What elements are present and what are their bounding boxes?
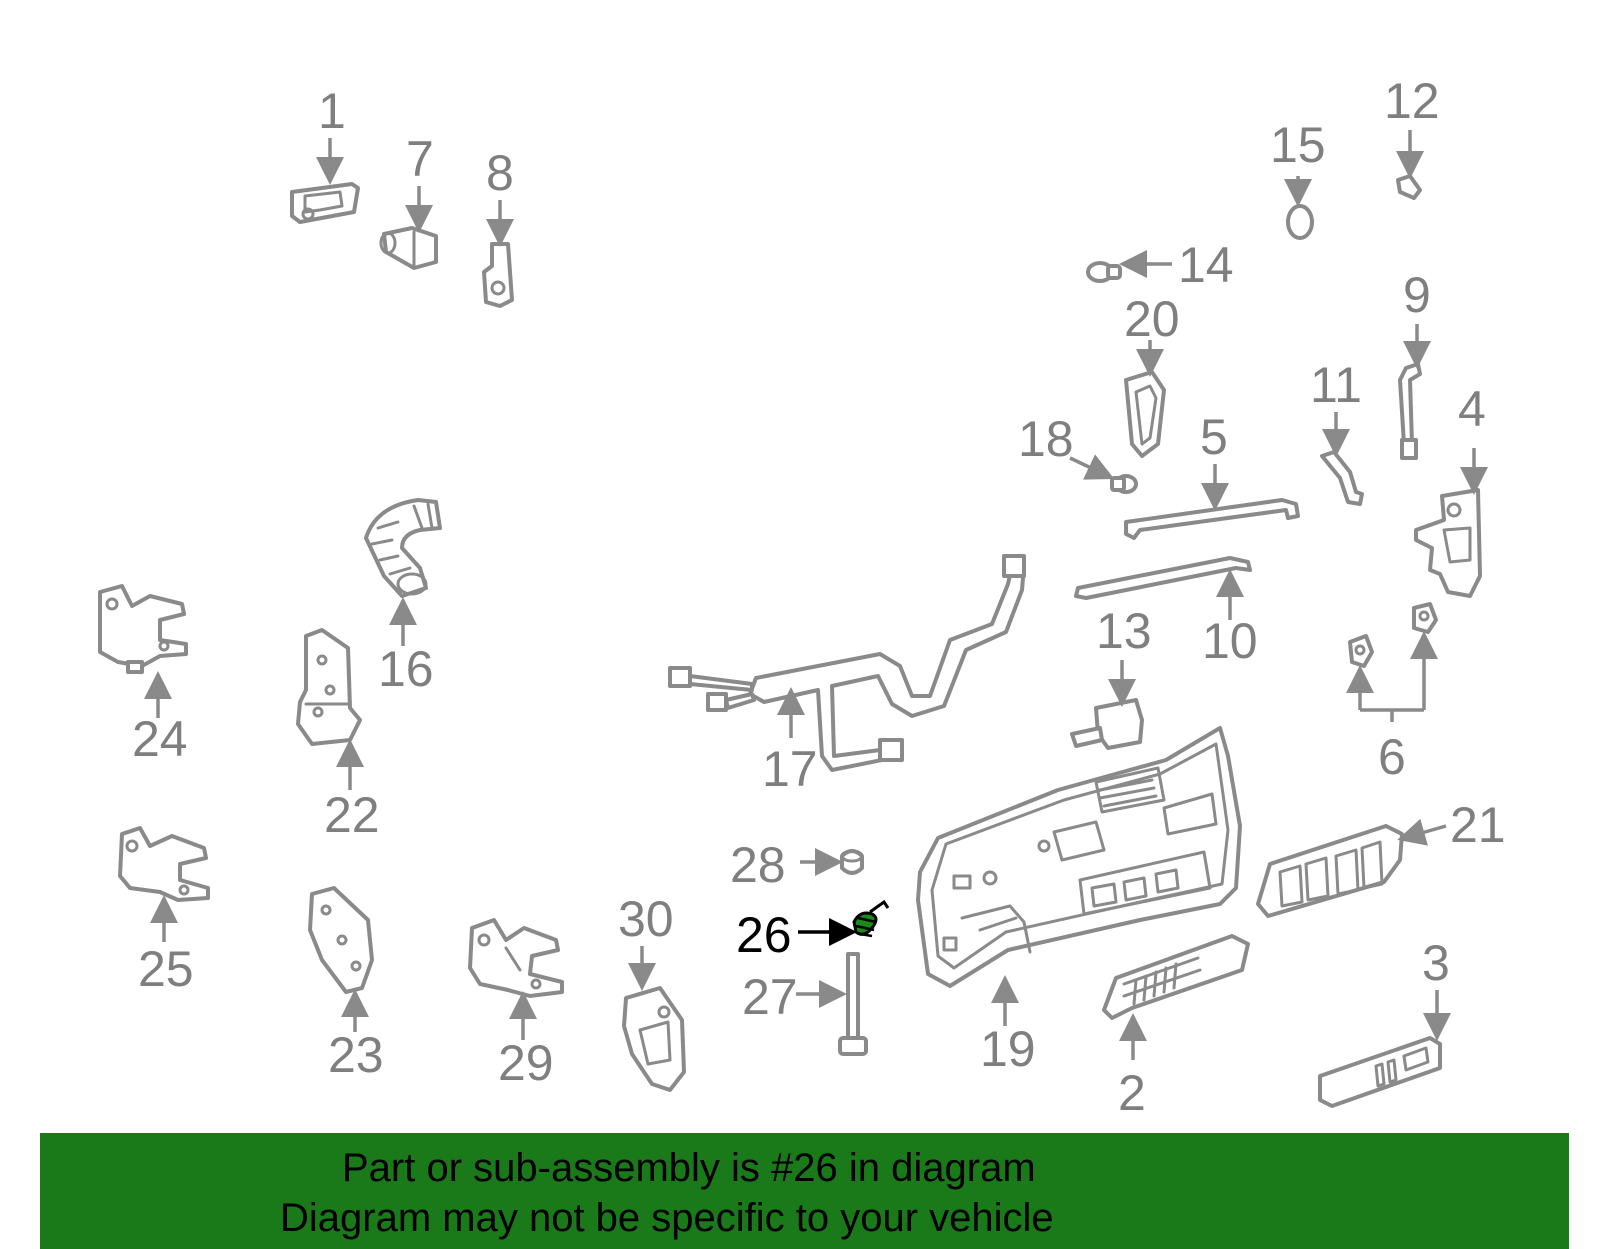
callout-22: 22	[324, 787, 380, 843]
callout-4: 4	[1458, 381, 1486, 437]
part-28[interactable]	[800, 848, 864, 876]
part-2[interactable]	[1102, 934, 1250, 1060]
callout-7: 7	[406, 131, 434, 187]
info-banner: Part or sub-assembly is #26 in diagram D…	[40, 1133, 1569, 1249]
callout-20: 20	[1124, 291, 1180, 347]
part-5[interactable]	[1124, 464, 1300, 540]
part-27[interactable]	[796, 952, 868, 1056]
callout-25: 25	[138, 941, 194, 997]
part-30[interactable]	[622, 946, 686, 1092]
callout-17: 17	[762, 741, 818, 797]
part-6[interactable]	[1346, 602, 1438, 722]
part-19[interactable]	[916, 726, 1242, 1026]
callout-3: 3	[1422, 935, 1450, 991]
callout-14: 14	[1178, 237, 1234, 293]
callout-26: 26	[736, 907, 792, 963]
callout-1: 1	[318, 83, 346, 139]
callout-6: 6	[1378, 729, 1406, 785]
part-10[interactable]	[1074, 556, 1252, 620]
callout-18: 18	[1018, 411, 1074, 467]
part-29[interactable]	[468, 918, 564, 1040]
part-23[interactable]	[308, 886, 374, 1032]
callout-5: 5	[1200, 409, 1228, 465]
part-16[interactable]	[364, 498, 442, 646]
callout-9: 9	[1403, 267, 1431, 323]
callout-24: 24	[132, 711, 188, 767]
part-18[interactable]	[1069, 454, 1138, 494]
part-11[interactable]	[1320, 412, 1364, 506]
part-21[interactable]	[1256, 818, 1447, 918]
part-20[interactable]	[1124, 340, 1166, 458]
callout-11: 11	[1310, 357, 1362, 413]
callout-23: 23	[328, 1027, 384, 1083]
callout-16: 16	[378, 641, 434, 697]
callout-8: 8	[486, 145, 514, 201]
part-17[interactable]	[668, 554, 1026, 772]
part-15[interactable]	[1284, 176, 1314, 240]
callout-2: 2	[1118, 1065, 1146, 1121]
callout-10: 10	[1202, 613, 1258, 669]
part-3[interactable]	[1318, 990, 1451, 1108]
part-4[interactable]	[1414, 448, 1488, 598]
callout-27: 27	[742, 969, 798, 1025]
part-13[interactable]	[1070, 660, 1144, 750]
callout-21: 21	[1450, 797, 1506, 853]
part-22[interactable]	[296, 628, 364, 790]
callout-19: 19	[980, 1021, 1036, 1077]
callout-15: 15	[1270, 117, 1326, 173]
callout-28: 28	[730, 837, 786, 893]
part-26[interactable]	[798, 899, 890, 946]
part-1[interactable]	[290, 138, 360, 224]
callout-29: 29	[498, 1035, 554, 1091]
part-7[interactable]	[379, 186, 438, 270]
callout-30: 30	[618, 891, 674, 947]
part-24[interactable]	[98, 584, 188, 718]
part-8[interactable]	[482, 200, 514, 308]
callout-12: 12	[1384, 73, 1440, 129]
part-25[interactable]	[118, 826, 210, 942]
callout-13: 13	[1096, 603, 1152, 659]
part-14[interactable]	[1086, 250, 1172, 283]
part-12[interactable]	[1396, 130, 1424, 200]
banner-line-1: Part or sub-assembly is #26 in diagram	[342, 1146, 1036, 1190]
banner-line-2: Diagram may not be specific to your vehi…	[280, 1196, 1054, 1240]
part-9[interactable]	[1398, 324, 1431, 460]
